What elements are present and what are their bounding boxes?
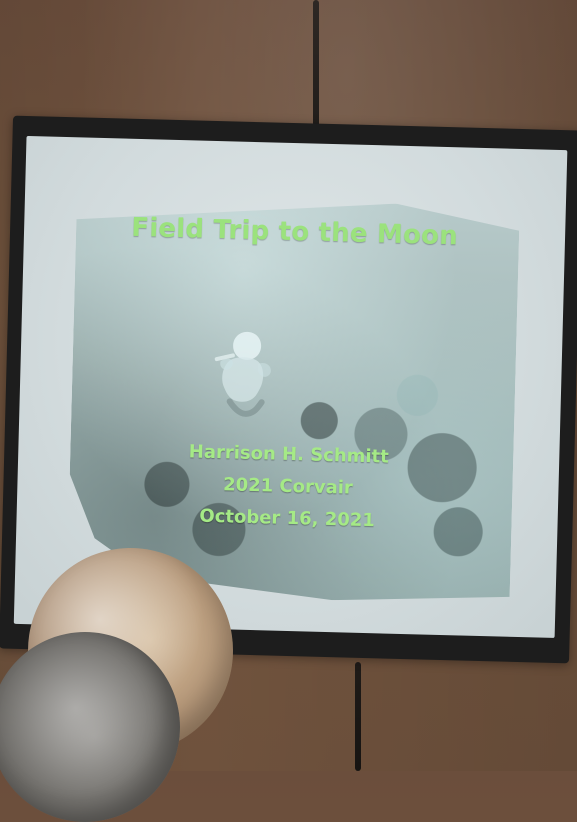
projection-screen: Field Trip to the Moon Harrison H. Schmi… — [0, 115, 577, 664]
slide-subtitle-lines: Harrison H. Schmitt 2021 Corvair October… — [16, 432, 559, 542]
moon-rocks-texture — [67, 195, 520, 604]
screen-support-pole-top — [313, 0, 319, 140]
moon-surface-photo — [67, 195, 520, 604]
screen-support-pole-bottom — [355, 662, 361, 771]
astronaut-icon — [209, 327, 275, 423]
projection-screen-surface: Field Trip to the Moon Harrison H. Schmi… — [13, 135, 568, 638]
